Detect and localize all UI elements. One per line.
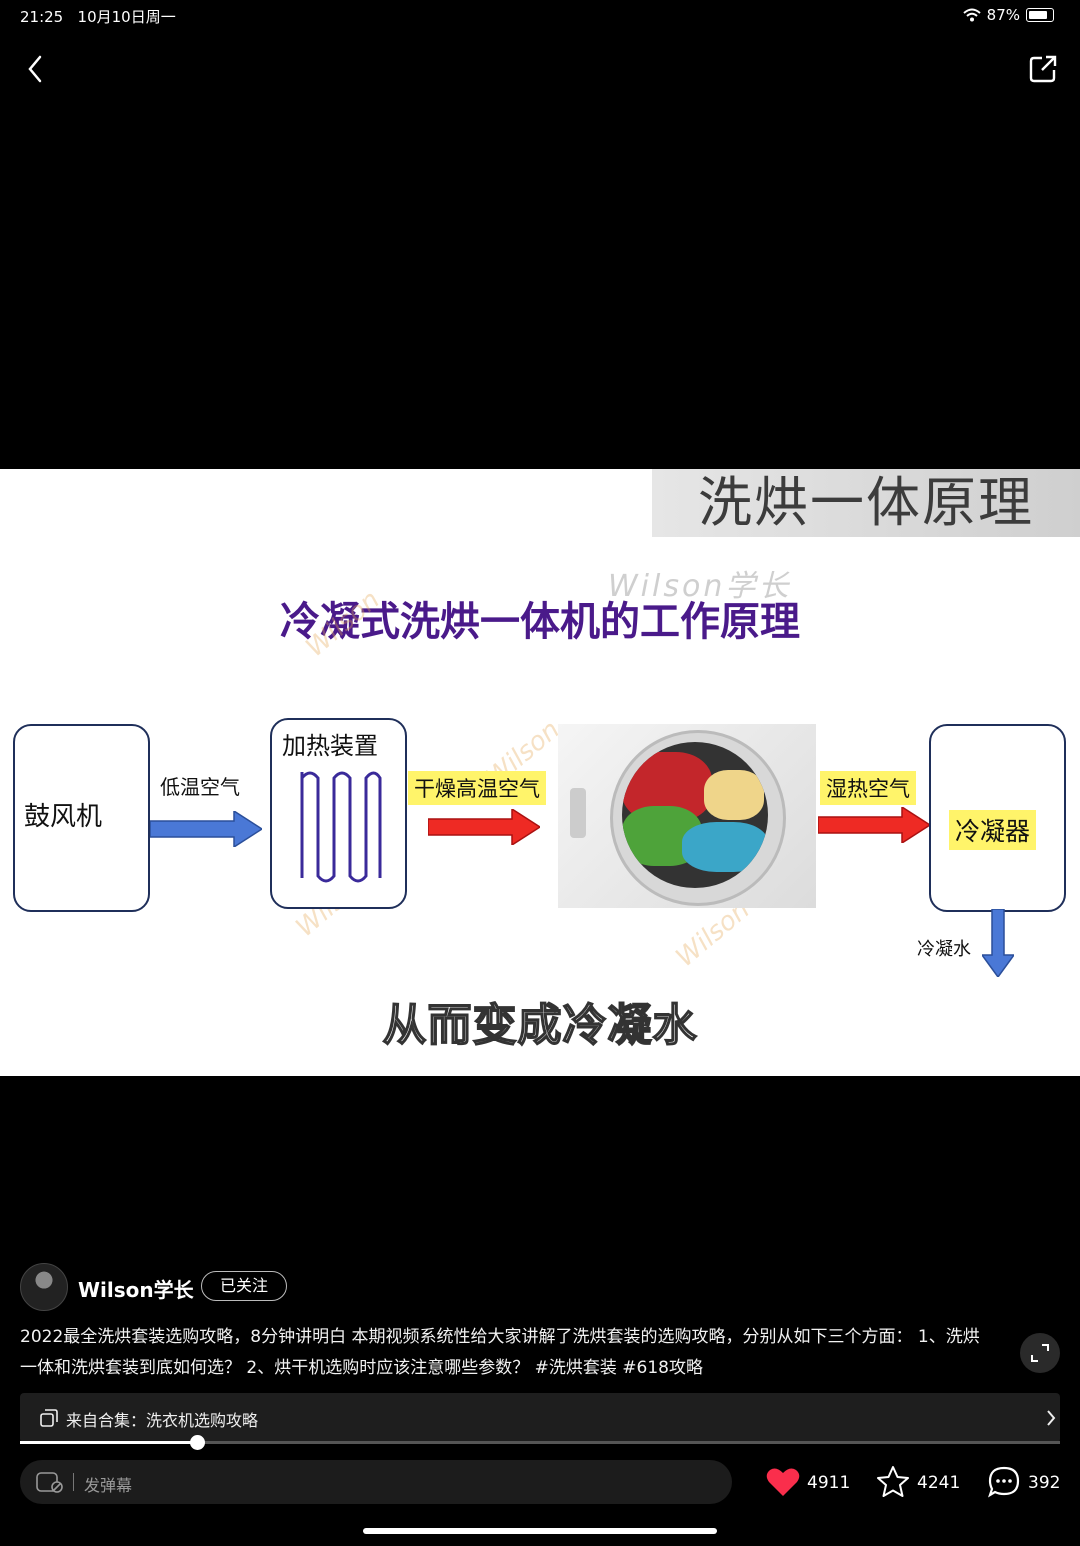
- progress-fill: [20, 1441, 197, 1444]
- video-banner: 洗烘一体原理: [652, 469, 1080, 537]
- like-count: 4911: [807, 1473, 851, 1493]
- danmaku-placeholder: 发弹幕: [84, 1476, 133, 1495]
- video-description: 2022最全洗烘套装选购攻略，8分钟讲明白 本期视频系统性给大家讲解了洗烘套装的…: [20, 1327, 980, 1378]
- follow-button[interactable]: 已关注: [201, 1271, 287, 1301]
- blower-label: 鼓风机: [24, 802, 103, 832]
- wifi-icon: [962, 8, 981, 22]
- heater-box: 加热装置: [270, 718, 407, 909]
- collection-bar[interactable]: 来自合集：洗衣机选购攻略: [20, 1393, 1060, 1443]
- chevron-right-icon: [1047, 1410, 1056, 1426]
- author-avatar[interactable]: [20, 1263, 68, 1311]
- share-button[interactable]: [1026, 52, 1060, 86]
- diagram-title: 冷凝式洗烘一体机的工作原理: [280, 599, 800, 645]
- washing-machine-image: [558, 724, 816, 908]
- chevron-left-icon: [28, 55, 42, 83]
- share-icon: [1029, 55, 1057, 83]
- expand-icon: [1031, 1344, 1049, 1362]
- home-indicator[interactable]: [363, 1528, 717, 1534]
- arrow-down-icon: [982, 909, 1014, 977]
- arrow-red-icon: [428, 809, 540, 845]
- collection-icon: [40, 1409, 58, 1427]
- status-time: 21:25 10月10日周一: [20, 6, 176, 27]
- video-player[interactable]: 洗烘一体原理 Wilson学长 冷凝式洗烘一体机的工作原理 Wilson Wil…: [0, 469, 1080, 1076]
- time-text: 21:25: [20, 8, 64, 26]
- humid-air-label: 湿热空气: [820, 771, 916, 805]
- author-name[interactable]: Wilson学长: [78, 1278, 194, 1302]
- arrow-blue-icon: [150, 811, 262, 847]
- star-icon[interactable]: [876, 1465, 910, 1497]
- low-air-label: 低温空气: [160, 775, 240, 799]
- danmaku-toggle-icon[interactable]: [36, 1471, 64, 1493]
- video-watermark: Wilson学长: [608, 569, 792, 604]
- video-subtitle: 从而变成冷凝水: [382, 999, 698, 1052]
- collection-label: 来自合集：洗衣机选购攻略: [66, 1411, 259, 1430]
- heating-coil-icon: [300, 771, 382, 883]
- battery-icon: [1026, 8, 1054, 22]
- like-icon[interactable]: [766, 1467, 800, 1497]
- condenser-label: 冷凝器: [949, 810, 1037, 850]
- condensed-water-label: 冷凝水: [917, 939, 971, 960]
- progress-knob[interactable]: [189, 1435, 205, 1450]
- blower-box: 鼓风机: [13, 724, 150, 912]
- progress-bar[interactable]: [20, 1435, 1060, 1450]
- status-indicators: 87%: [962, 6, 1054, 24]
- date-text: 10月10日周一: [77, 8, 176, 26]
- comment-icon[interactable]: [987, 1465, 1021, 1499]
- fullscreen-button[interactable]: [1020, 1333, 1060, 1373]
- heater-label: 加热装置: [282, 732, 378, 760]
- battery-percent: 87%: [986, 6, 1020, 24]
- comment-count: 392: [1028, 1473, 1061, 1493]
- condenser-box: 冷凝器: [929, 724, 1066, 912]
- arrow-red-2-icon: [818, 807, 930, 843]
- dry-hot-air-label: 干燥高温空气: [408, 771, 546, 805]
- back-button[interactable]: [20, 54, 50, 84]
- danmaku-input[interactable]: 发弹幕: [20, 1460, 732, 1504]
- favorite-count: 4241: [917, 1473, 961, 1493]
